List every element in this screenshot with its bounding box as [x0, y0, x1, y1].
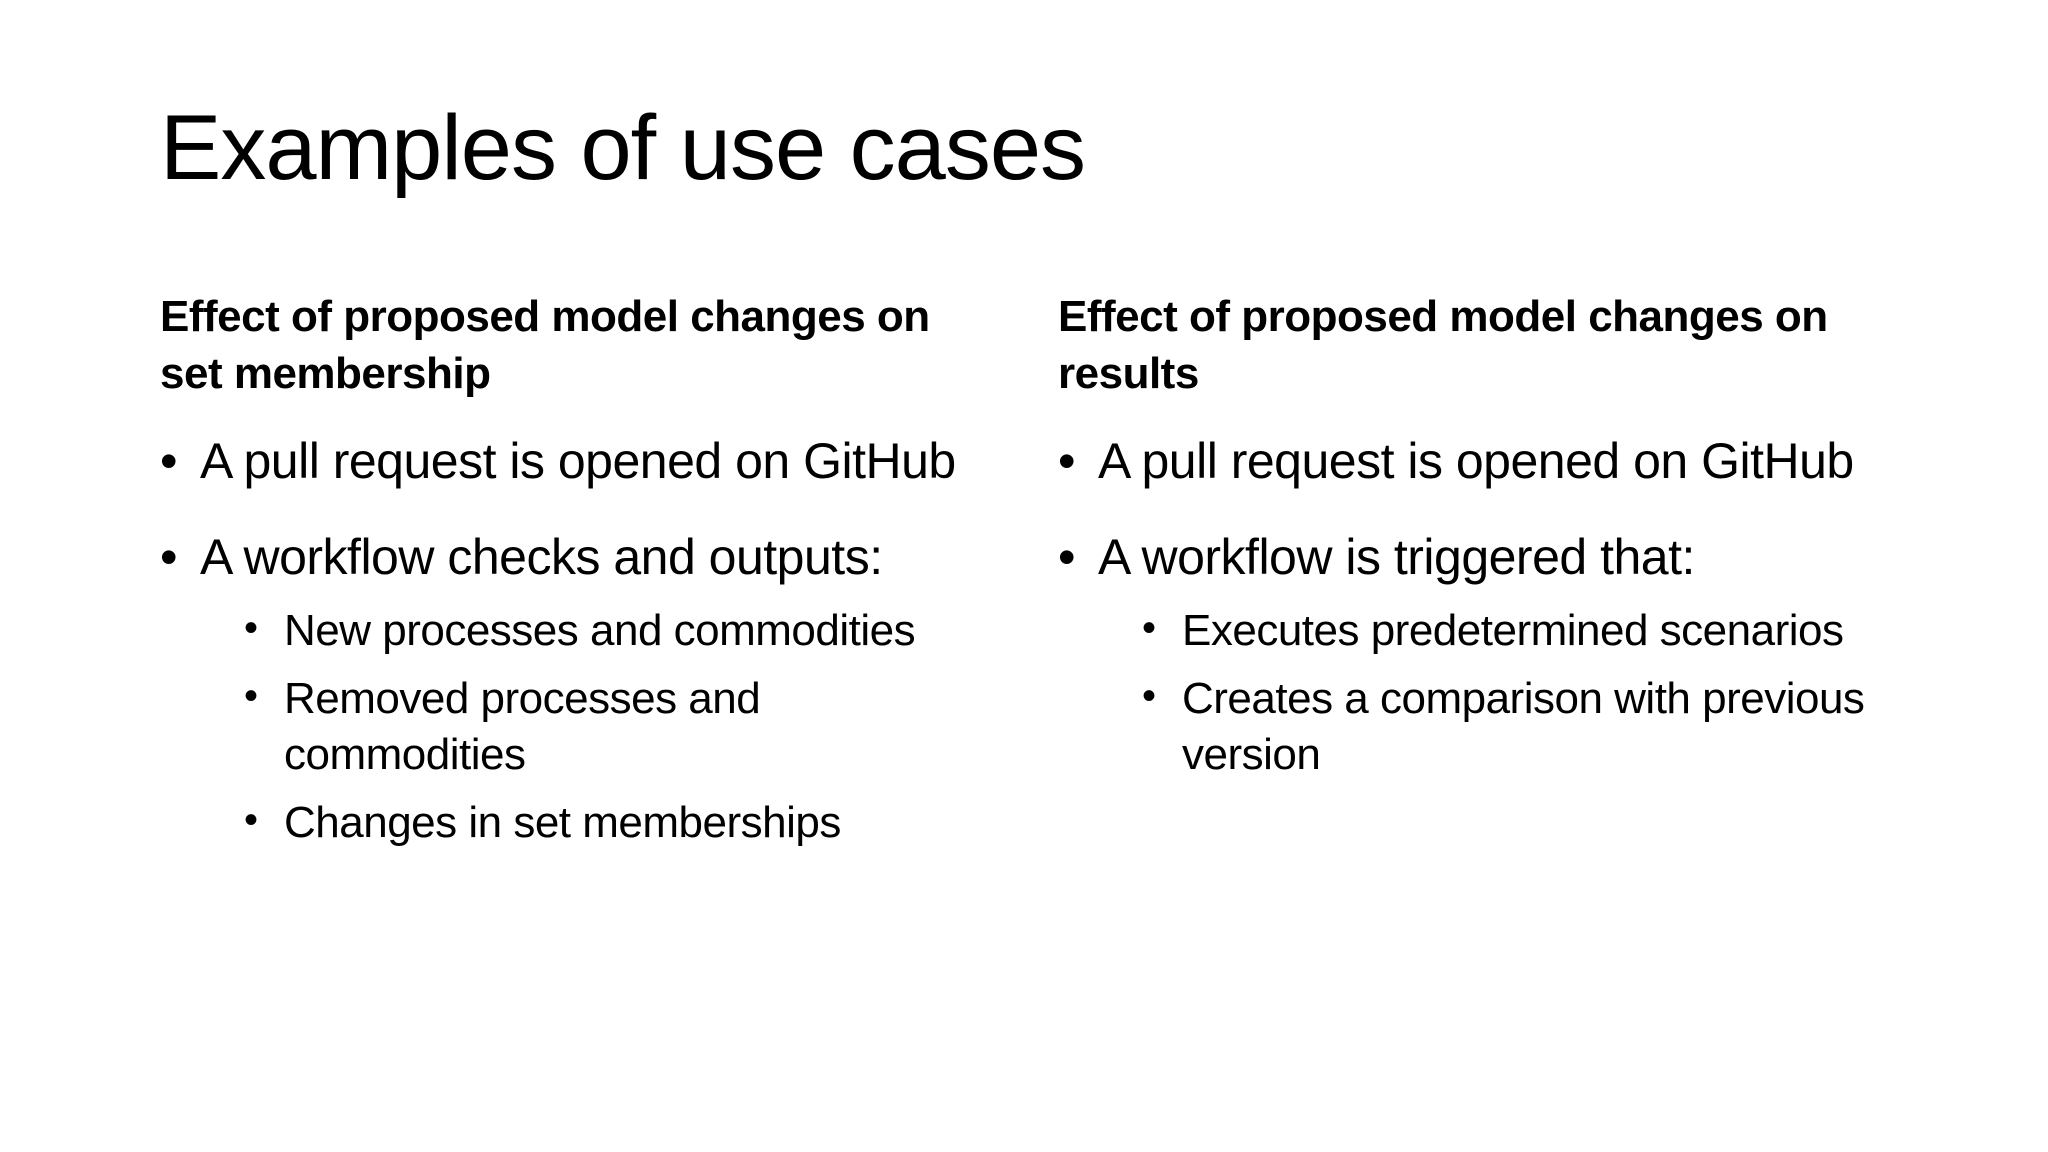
sub-bullet-list: • New processes and commodities • Remove… — [200, 603, 980, 851]
bullet-text: A workflow checks and outputs: — [200, 528, 883, 585]
bullet-item: • A workflow is triggered that: • Execut… — [1058, 524, 1908, 783]
sub-bullet-item: • New processes and commodities — [244, 603, 980, 659]
bullet-dot-icon: • — [244, 606, 258, 651]
sub-bullet-item: • Removed processes and commodities — [244, 671, 980, 783]
column-results: Effect of proposed model changes on resu… — [1058, 288, 1908, 783]
bullet-item: • A workflow checks and outputs: • New p… — [160, 524, 980, 851]
bullet-dot-icon: • — [1142, 606, 1156, 651]
bullet-dot-icon: • — [244, 797, 258, 842]
sub-bullet-text: Creates a comparison with previous versi… — [1182, 674, 1865, 779]
bullet-item: • A pull request is opened on GitHub — [1058, 428, 1908, 496]
slide-title: Examples of use cases — [160, 97, 1086, 199]
bullet-list: • A pull request is opened on GitHub • A… — [160, 428, 980, 851]
sub-bullet-item: • Executes predetermined scenarios — [1142, 603, 1908, 659]
bullet-dot-icon: • — [1142, 674, 1156, 719]
sub-bullet-text: Changes in set memberships — [284, 797, 841, 847]
bullet-dot-icon: • — [160, 528, 178, 585]
column-set-membership: Effect of proposed model changes on set … — [160, 288, 980, 851]
bullet-list: • A pull request is opened on GitHub • A… — [1058, 428, 1908, 783]
bullet-dot-icon: • — [160, 433, 178, 490]
sub-bullet-list: • Executes predetermined scenarios • Cre… — [1098, 603, 1908, 783]
sub-bullet-text: New processes and commodities — [284, 606, 916, 656]
bullet-text: A workflow is triggered that: — [1098, 528, 1695, 585]
column-heading-set-membership: Effect of proposed model changes on set … — [160, 291, 930, 398]
sub-bullet-text: Removed processes and commodities — [284, 674, 761, 779]
sub-bullet-item: • Changes in set memberships — [244, 795, 980, 851]
bullet-text: A pull request is opened on GitHub — [1098, 433, 1854, 490]
bullet-text: A pull request is opened on GitHub — [200, 433, 956, 490]
sub-bullet-text: Executes predetermined scenarios — [1182, 606, 1844, 656]
content-columns: Effect of proposed model changes on set … — [160, 288, 1930, 851]
bullet-item: • A pull request is opened on GitHub — [160, 428, 980, 496]
sub-bullet-item: • Creates a comparison with previous ver… — [1142, 671, 1908, 783]
bullet-dot-icon: • — [1058, 528, 1076, 585]
column-heading-results: Effect of proposed model changes on resu… — [1058, 291, 1828, 398]
bullet-dot-icon: • — [1058, 433, 1076, 490]
bullet-dot-icon: • — [244, 674, 258, 719]
